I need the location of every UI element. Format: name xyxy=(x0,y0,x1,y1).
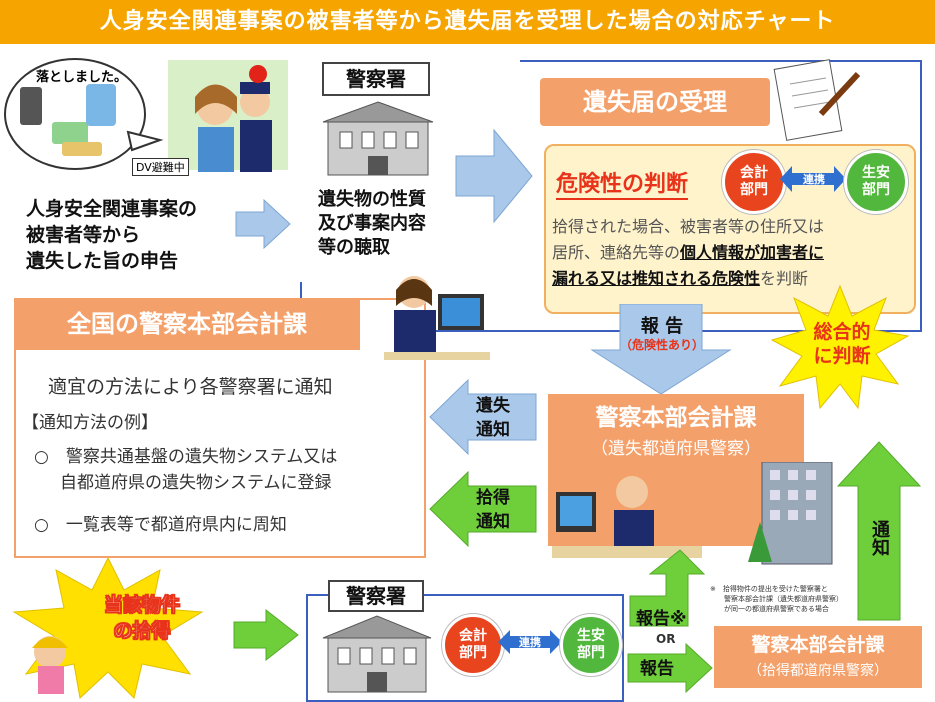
examples-label: 【通知方法の例】 xyxy=(22,413,158,433)
bottom-link-label: 連携 xyxy=(519,636,541,649)
arrow-to-bottom-station xyxy=(233,608,299,662)
victim-illustration xyxy=(4,58,288,172)
report-up-arrow xyxy=(629,549,706,627)
report-sub-label: （危険性あり） xyxy=(619,338,704,352)
document-pen-icon xyxy=(773,59,861,141)
found-item-text: 当該物件 の拾得 xyxy=(103,594,181,643)
bottom-station-badge: 警察署 xyxy=(328,580,424,612)
receipt-header: 遺失届の受理 xyxy=(540,78,770,126)
hq-lost-title: 警察本部会計課 xyxy=(595,405,757,431)
example-item-2: ○ 一覧表等で都道府県内に周知 xyxy=(34,515,287,535)
found-notice-arrow xyxy=(429,470,537,548)
report-up-label: 報告※ xyxy=(636,609,687,629)
comprehensive-burst xyxy=(770,284,910,410)
arrow-to-receipt xyxy=(455,128,533,224)
report-right-arrow xyxy=(627,642,713,694)
danger-title: 危険性の判断 xyxy=(556,166,689,200)
national-header: 全国の警察本部会計課 xyxy=(14,298,360,350)
link-arrow-icon xyxy=(780,166,846,192)
notify-vertical-label: 通知 xyxy=(869,520,890,556)
comprehensive-text: 総合的 に判断 xyxy=(813,321,871,367)
speech-text: 落としました。 xyxy=(36,70,128,85)
hq-lost-sub: （遺失都道府県警察） xyxy=(591,439,761,459)
dv-label: DV避難中 xyxy=(132,158,189,176)
link-label: 連携 xyxy=(803,173,825,186)
report-label: 報 告 xyxy=(640,316,684,337)
danger-description: 拾得された場合、被害者等の住所又は 居所、連絡先等の個人情報が加害者に 漏れる又… xyxy=(552,217,825,288)
victim-text: 人身安全関連事案の 被害者等から 遺失した旨の申告 xyxy=(26,198,198,272)
bottom-accounting-circle: 会計 部門 xyxy=(442,614,504,676)
found-notice-label: 拾得 通知 xyxy=(476,488,510,532)
lost-notice-label: 遺失 通知 xyxy=(476,396,510,440)
hq-found-title: 警察本部会計課 xyxy=(751,634,885,656)
bottom-safety-circle: 生安 部門 xyxy=(560,614,622,676)
example-item-1: ○ 警察共通基盤の遺失物システム又は 自都道府県の遺失物システムに登録 xyxy=(34,447,338,493)
national-notify-text: 適宜の方法により各警察署に通知 xyxy=(48,376,333,398)
accounting-dept-circle: 会計 部門 xyxy=(722,150,786,214)
hq-found-sub: （拾得都道府県警察） xyxy=(748,663,888,679)
notify-up-arrow xyxy=(836,441,922,621)
footnote: ※ 拾得物件の提出を受けた警察署と 警察本部会計課（遺失都道府県警察） が同一の… xyxy=(710,585,843,613)
hq-found-box xyxy=(714,626,922,688)
safety-dept-circle: 生安 部門 xyxy=(844,150,908,214)
lost-notice-arrow xyxy=(429,378,537,456)
found-item-burst xyxy=(12,556,204,699)
bottom-police-building-icon xyxy=(322,615,432,693)
police-building-icon xyxy=(322,101,434,176)
or-label: OR xyxy=(656,632,676,646)
report-down-arrow xyxy=(590,304,732,395)
station-hearing-text: 遺失物の性質 及び事案内容 等の聴取 xyxy=(318,189,426,258)
hq-officer-building-illustration xyxy=(552,462,833,565)
station-badge: 警察署 xyxy=(322,62,430,96)
bottom-link-arrow-icon xyxy=(498,630,562,654)
page-title: 人身安全関連事案の被害者等から遺失届を受理した場合の対応チャート xyxy=(0,0,935,44)
officer-woman-illustration xyxy=(384,276,490,360)
report-right-label: 報告 xyxy=(640,659,674,679)
arrow-to-station xyxy=(235,198,291,250)
